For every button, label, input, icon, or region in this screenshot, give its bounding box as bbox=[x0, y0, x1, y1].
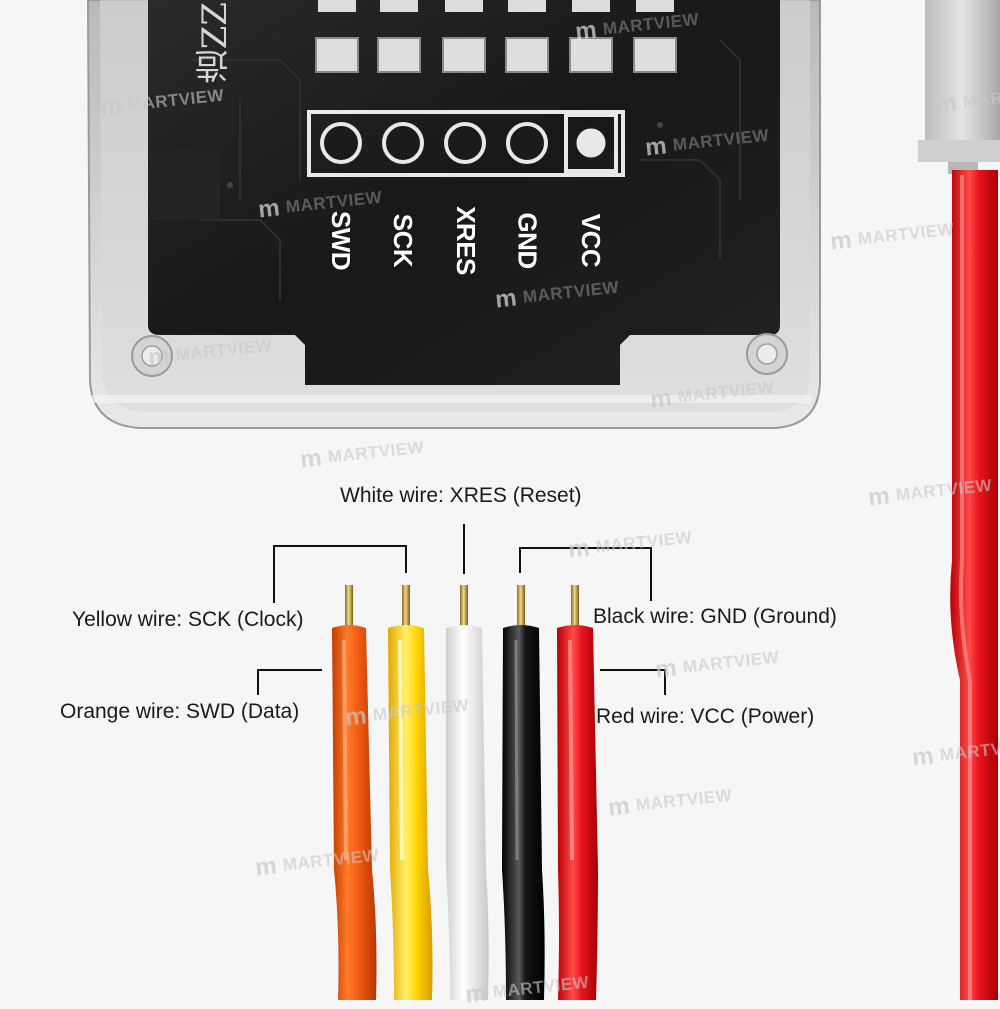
callout-red-wire: Red wire: VCC (Power) bbox=[596, 705, 815, 728]
callout-orange-wire: Orange wire: SWD (Data) bbox=[60, 700, 300, 723]
side-connector bbox=[918, 0, 1000, 174]
callout-yellow-wire: Yellow wire: SCK (Clock) bbox=[72, 608, 304, 631]
pin-header bbox=[307, 110, 625, 177]
side-red-cable bbox=[950, 170, 998, 1000]
pin-label-sck: SCK bbox=[388, 213, 419, 267]
pin-hole-vcc bbox=[573, 125, 609, 161]
screw-right bbox=[746, 333, 788, 375]
white-wire bbox=[446, 585, 489, 1000]
pin-label-gnd: GND bbox=[512, 211, 543, 269]
black-wire bbox=[502, 585, 545, 1000]
board-marking: 造ZZ bbox=[195, 2, 235, 84]
pin-hole-xres bbox=[444, 122, 486, 164]
pin-label-xres: XRES bbox=[450, 205, 481, 275]
callout-line-yellow bbox=[273, 545, 407, 603]
callout-line-black bbox=[519, 547, 652, 601]
pin-hole-sck bbox=[382, 122, 424, 164]
pin-label-vcc: VCC bbox=[576, 213, 607, 267]
pad-row-top bbox=[318, 0, 674, 12]
yellow-wire bbox=[388, 585, 433, 1000]
pin-hole-swd bbox=[320, 122, 362, 164]
pin-hole-gnd bbox=[506, 122, 548, 164]
callout-line-red bbox=[600, 669, 666, 695]
pad-row-bottom bbox=[315, 37, 677, 73]
red-wire bbox=[557, 585, 598, 1000]
pcb-board bbox=[148, 0, 780, 385]
callout-white-wire: White wire: XRES (Reset) bbox=[340, 484, 582, 507]
callout-black-wire: Black wire: GND (Ground) bbox=[593, 605, 837, 628]
orange-wire bbox=[332, 585, 377, 1000]
callout-line-orange bbox=[257, 669, 322, 695]
screw-left bbox=[131, 335, 173, 377]
